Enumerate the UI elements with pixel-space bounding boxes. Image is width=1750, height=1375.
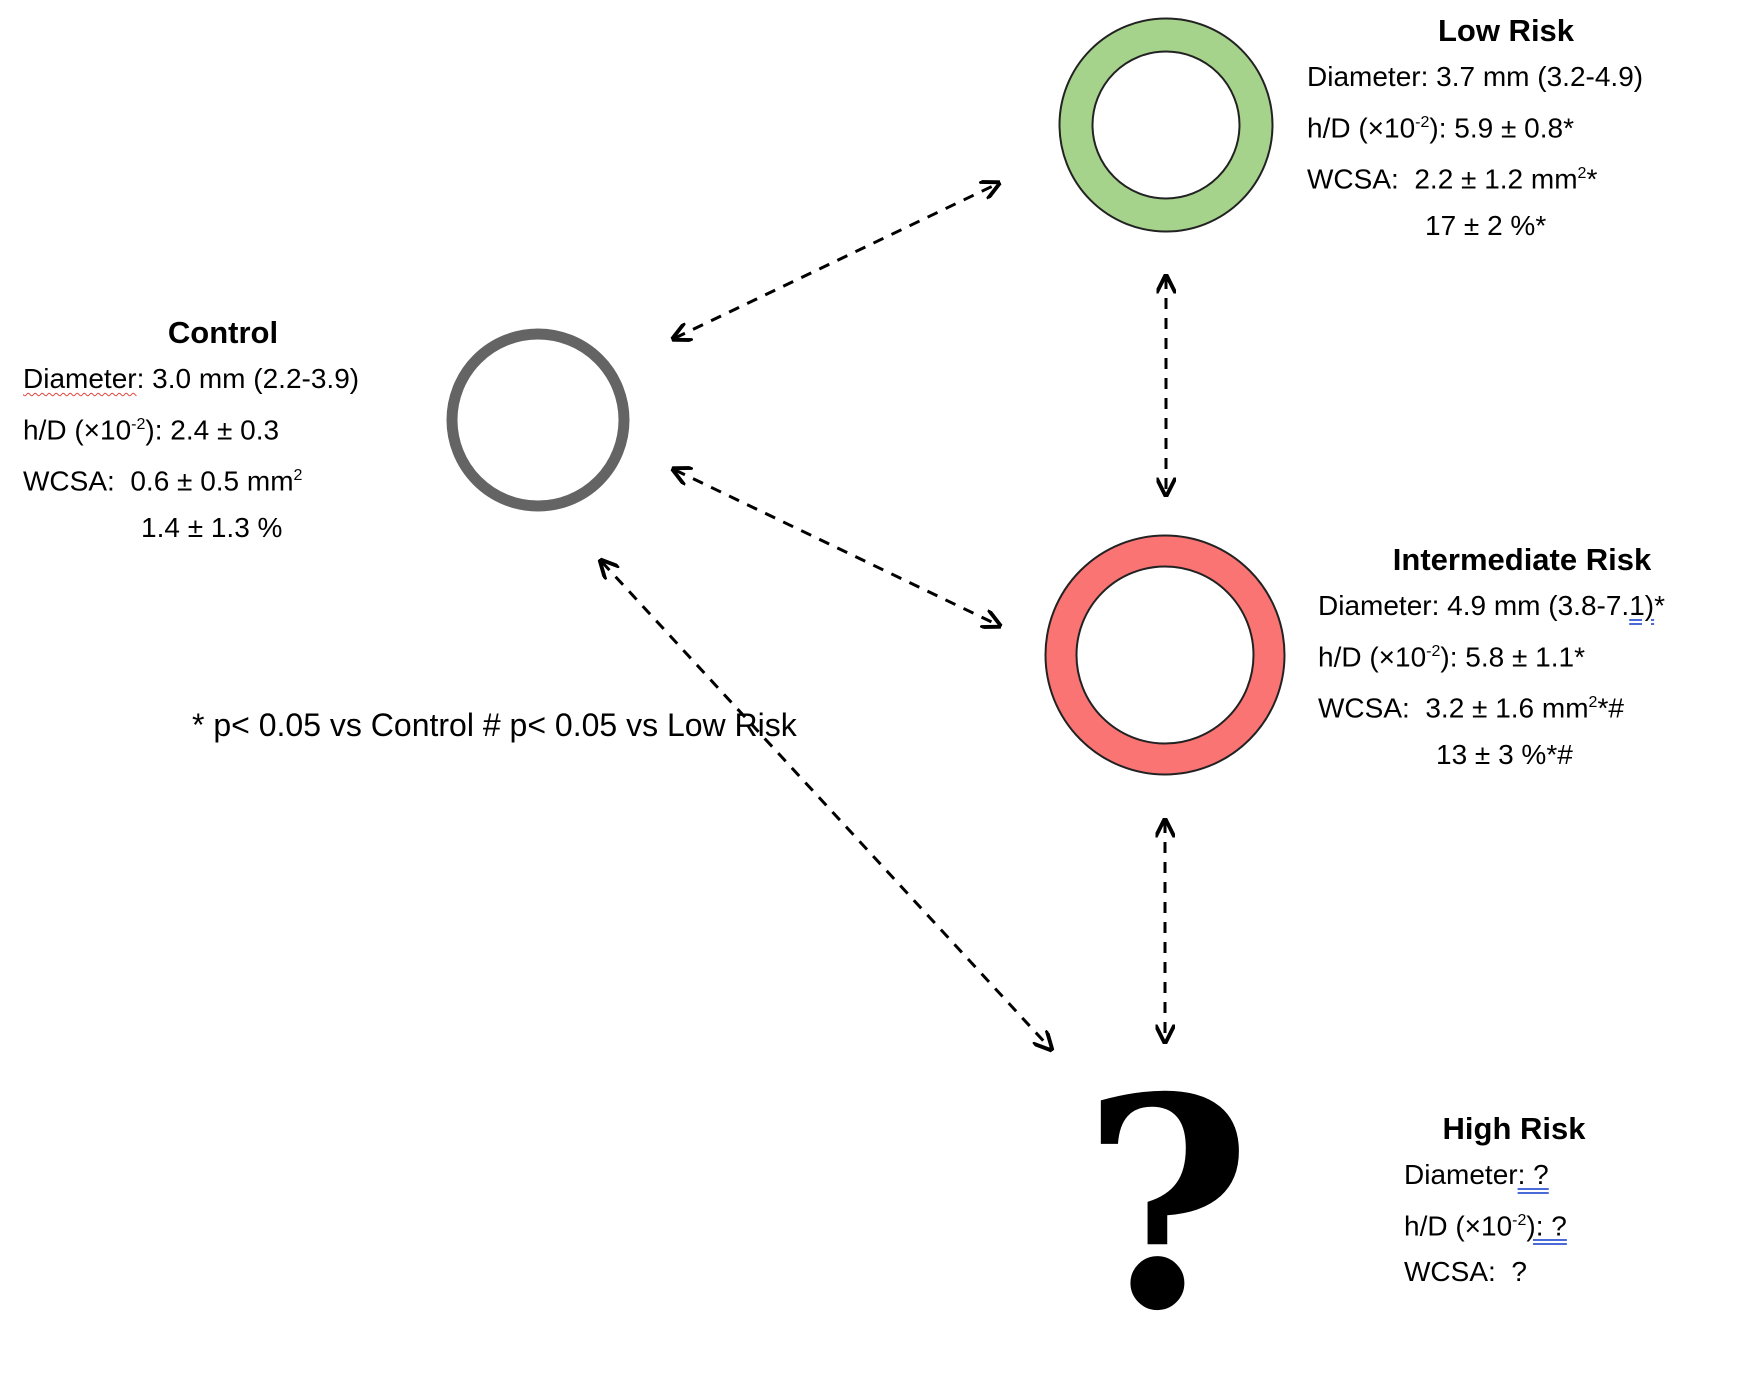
- intermediate-risk-hd-value: ): 5.8 ± 1.1*: [1440, 641, 1585, 673]
- control-title: Control: [167, 315, 279, 350]
- low-risk-wcsa-label: WCSA:: [1307, 163, 1399, 195]
- control-vessel-ring: [446, 328, 630, 512]
- intermediate-risk-diameter: Diameter: 4.9 mm (3.8-7.1)*: [1318, 583, 1726, 629]
- intermediate-risk-title: Intermediate Risk: [1392, 542, 1652, 577]
- high-risk-hd-exponent: -2: [1512, 1212, 1527, 1229]
- high-risk-title: High Risk: [1442, 1111, 1586, 1146]
- low-risk-wcsa-mark: *: [1586, 163, 1598, 195]
- intermediate-risk-hd-label: h/D (×10: [1318, 641, 1427, 673]
- intermediate-risk-wcsa-mark: *#: [1597, 692, 1624, 724]
- high-risk-hd: h/D (×10-2): ?: [1404, 1198, 1624, 1249]
- intermediate-risk-wcsa: WCSA: 3.2 ± 1.6 mm2*#: [1318, 680, 1726, 731]
- intermediate-risk-wcsa-percent: 13 ± 3 %*#: [1436, 738, 1573, 770]
- high-risk-diameter-value: : ?: [1517, 1159, 1549, 1190]
- control-hd-label: h/D (×10: [23, 414, 132, 446]
- intermediate-risk-diameter-mark: *: [1654, 590, 1666, 621]
- high-risk-wcsa-label: WCSA:: [1404, 1256, 1496, 1288]
- control-wcsa-exponent: 2: [293, 467, 303, 485]
- low-risk-vessel-ring: [1059, 18, 1273, 232]
- intermediate-risk-info: Intermediate Risk Diameter: 4.9 mm (3.8-…: [1318, 537, 1726, 778]
- low-risk-wcsa-exponent: 2: [1577, 165, 1587, 183]
- intermediate-risk-ring-inner-edge: [1075, 565, 1255, 745]
- high-risk-diameter: Diameter: ?: [1404, 1152, 1624, 1198]
- intermediate-risk-hd-exponent: -2: [1426, 643, 1441, 660]
- intermediate-risk-diameter-tail: 1): [1629, 590, 1655, 621]
- intermediate-risk-vessel-ring: [1045, 535, 1285, 775]
- high-risk-wcsa: WCSA: ?: [1404, 1249, 1624, 1295]
- arrow-control-high-risk: [602, 562, 1050, 1048]
- control-wcsa-percent: 1.4 ± 1.3 %: [141, 511, 283, 543]
- control-info: Control Diameter: 3.0 mm (2.2-3.9) h/D (…: [23, 310, 423, 551]
- intermediate-risk-wcsa-value: 3.2 ± 1.6 mm: [1425, 692, 1589, 724]
- low-risk-hd-exponent: -2: [1415, 114, 1430, 131]
- control-hd-exponent: -2: [131, 416, 146, 433]
- intermediate-risk-wcsa-exponent: 2: [1588, 694, 1598, 712]
- high-risk-hd-label: h/D (×10: [1404, 1210, 1513, 1242]
- control-diameter-label: Diameter: [23, 363, 137, 394]
- high-risk-diameter-label: Diameter: [1404, 1159, 1518, 1190]
- control-hd-value: ): 2.4 ± 0.3: [145, 414, 280, 446]
- control-diameter-value: : 3.0 mm (2.2-3.9): [136, 363, 360, 394]
- low-risk-ring-outer-edge: [1058, 17, 1274, 233]
- low-risk-hd: h/D (×10-2): 5.9 ± 0.8*: [1307, 100, 1705, 151]
- low-risk-ring-inner-edge: [1091, 50, 1241, 200]
- diagram-canvas: ? Control Diameter: 3.0 mm (2.2-3.9) h/D…: [23, 8, 1726, 1350]
- high-risk-info: High Risk Diameter: ? h/D (×10-2): ? WCS…: [1404, 1106, 1624, 1295]
- low-risk-info: Low Risk Diameter: 3.7 mm (3.2-4.9) h/D …: [1307, 8, 1705, 249]
- diagram-graphics: [446, 17, 1286, 1318]
- low-risk-hd-label: h/D (×10: [1307, 112, 1416, 144]
- low-risk-diameter: Diameter: 3.7 mm (3.2-4.9): [1307, 61, 1644, 92]
- low-risk-wcsa: WCSA: 2.2 ± 1.2 mm2*: [1307, 151, 1705, 202]
- control-hd: h/D (×10-2): 2.4 ± 0.3: [23, 402, 423, 453]
- arrow-control-intermediate-risk: [675, 470, 998, 625]
- arrow-control-low-risk: [675, 184, 997, 338]
- intermediate-risk-hd: h/D (×10-2): 5.8 ± 1.1*: [1318, 629, 1726, 680]
- significance-legend: * p< 0.05 vs Control # p< 0.05 vs Low Ri…: [192, 700, 797, 750]
- control-wcsa: WCSA: 0.6 ± 0.5 mm2: [23, 453, 423, 504]
- low-risk-wcsa-value: 2.2 ± 1.2 mm: [1414, 163, 1578, 195]
- intermediate-risk-wcsa-label: WCSA:: [1318, 692, 1410, 724]
- intermediate-risk-diameter-value: Diameter: 4.9 mm (3.8-7.: [1318, 590, 1630, 621]
- low-risk-title: Low Risk: [1437, 13, 1575, 48]
- low-risk-wcsa-percent: 17 ± 2 %*: [1425, 209, 1547, 241]
- legend-line-low-risk: # p< 0.05 vs Low Risk: [482, 707, 797, 743]
- high-risk-hd-value: ): ?: [1526, 1210, 1567, 1242]
- legend-line-control: * p< 0.05 vs Control: [192, 707, 474, 743]
- control-wcsa-value: 0.6 ± 0.5 mm: [130, 465, 294, 497]
- high-risk-question-mark: ?: [1082, 1035, 1252, 1375]
- low-risk-hd-value: ): 5.9 ± 0.8*: [1429, 112, 1574, 144]
- control-wcsa-label: WCSA:: [23, 465, 115, 497]
- high-risk-wcsa-value: ?: [1511, 1256, 1527, 1288]
- control-diameter: Diameter: 3.0 mm (2.2-3.9): [23, 356, 423, 402]
